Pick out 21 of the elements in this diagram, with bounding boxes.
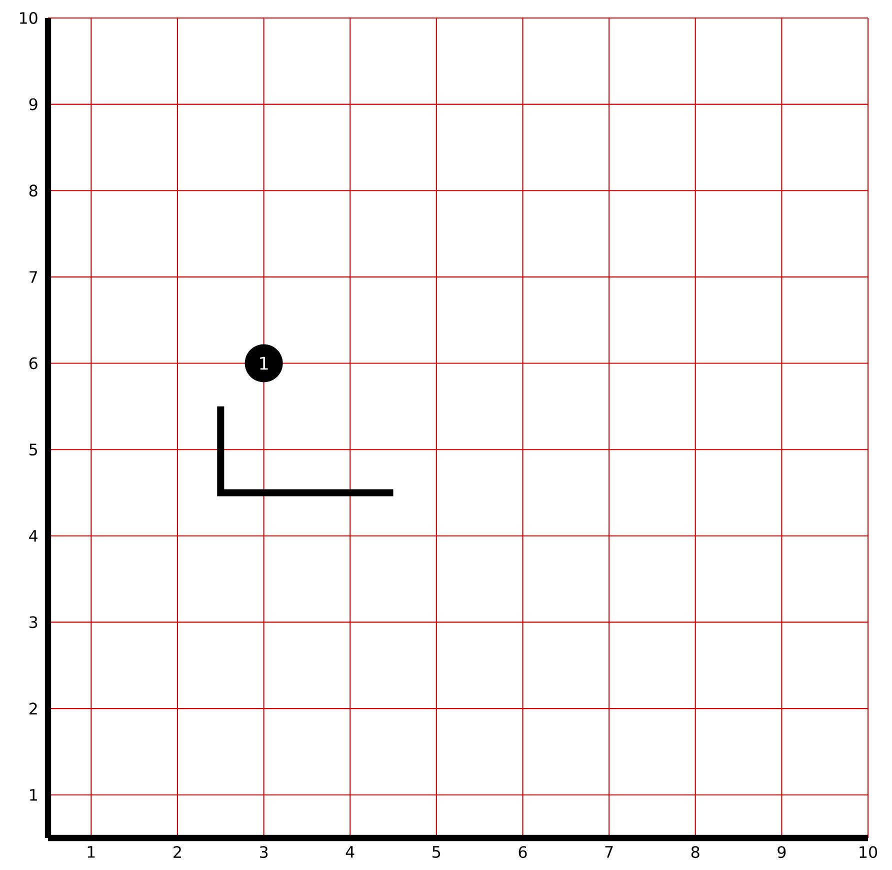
tick-label: 9: [29, 98, 38, 110]
tick-label: 8: [691, 846, 700, 858]
tick-label: 9: [778, 846, 786, 858]
tick-label: 7: [605, 846, 613, 858]
tick-label: 5: [30, 444, 38, 456]
tick-label: 6: [29, 357, 38, 370]
tick-label: 7: [30, 271, 38, 283]
tick-label: 2: [174, 846, 181, 858]
tick-label: 8: [29, 184, 38, 197]
tick-label: 10: [20, 12, 38, 24]
tick-label: 4: [29, 530, 38, 542]
tick-label: 10: [860, 846, 878, 858]
tick-label: 1: [30, 789, 37, 801]
tick-label: 1: [88, 846, 95, 858]
tick-label: 4: [346, 846, 354, 858]
tick-label: 2: [30, 702, 37, 714]
tick-label: 3: [260, 846, 268, 858]
tick-label: 3: [30, 616, 38, 628]
text: 1: [260, 356, 268, 370]
tick-label: 6: [518, 846, 527, 858]
tick-label: 5: [432, 846, 440, 858]
